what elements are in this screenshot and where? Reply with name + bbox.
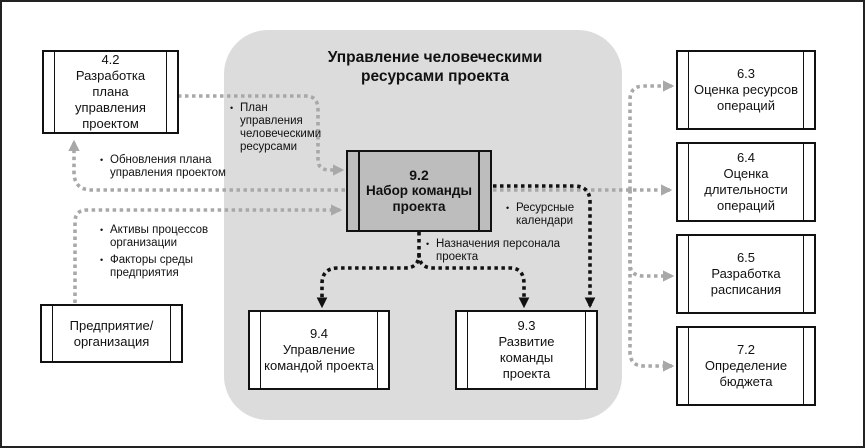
process-box-9-2: 9.2 Набор команды проекта — [346, 150, 492, 232]
process-number: 7.2 — [736, 342, 756, 357]
process-group-title: Управление человеческими ресурсами проек… — [327, 49, 543, 85]
bullet-icon: • — [506, 203, 510, 213]
process-label: Определение бюджета — [704, 358, 788, 389]
label-calendars-bullet: • — [506, 202, 512, 216]
label-enterprise-factors: Факторы среды предприятия — [110, 254, 193, 279]
process-label: Набор команды проекта — [365, 183, 473, 214]
label-updates-bullet: • — [100, 154, 106, 168]
enterprise-organization-box: Предприятие/ организация — [40, 304, 183, 363]
label-assets-bullet: • — [100, 224, 106, 238]
process-box-6-5: 6.5 Разработка расписания — [676, 234, 816, 314]
bullet-icon: • — [230, 103, 234, 113]
label-factors-bullet: • — [100, 254, 106, 268]
label-staff-assignments: Назначения персонала проекта — [436, 238, 561, 263]
flow-updates-to-4-2 — [68, 139, 345, 192]
label-hr-plan: План управления человеческими ресурсами — [240, 102, 322, 153]
process-box-4-2: 4.2 Разработка плана управления проектом — [42, 50, 179, 134]
bullet-icon: • — [100, 155, 104, 165]
flow-9-2-calendars — [493, 184, 596, 309]
label-assignments-bullet: • — [426, 238, 432, 252]
bullet-icon: • — [100, 225, 104, 235]
bullet-icon: • — [100, 255, 104, 265]
flow-to-6-5 — [628, 190, 675, 282]
flow-to-6-3 — [628, 80, 675, 190]
bullet-icon: • — [426, 239, 430, 249]
label-process-assets: Активы процессов организации — [110, 224, 209, 249]
entity-label: Предприятие/ организация — [69, 317, 154, 349]
process-number: 6.4 — [736, 150, 756, 165]
label-resource-calendars: Ресурсные календари — [516, 202, 575, 227]
process-label: Оценка длительности операций — [704, 166, 788, 213]
process-number: 6.5 — [736, 250, 756, 265]
process-number: 9.2 — [409, 167, 429, 183]
process-number: 9.3 — [517, 318, 536, 333]
flow-plan-to-9-2 — [178, 94, 345, 176]
process-box-9-4: 9.4 Управление командой проекта — [248, 310, 390, 390]
label-plan-row1: • — [230, 102, 236, 116]
process-box-6-3: 6.3 Оценка ресурсов операций — [676, 50, 816, 130]
flow-9-2-to-9-3 — [417, 253, 530, 309]
process-label: Развитие команды проекта — [498, 334, 555, 381]
process-number: 9.4 — [309, 326, 329, 341]
process-label: Разработка плана управления проектом — [75, 68, 146, 131]
process-label: Управление командой проекта — [264, 342, 374, 373]
process-label: Разработка расписания — [710, 266, 782, 297]
process-box-6-4: 6.4 Оценка длительности операций — [676, 142, 816, 222]
process-box-7-2: 7.2 Определение бюджета — [676, 326, 816, 406]
process-label: Оценка ресурсов операций — [694, 82, 798, 113]
label-plan-updates: Обновления плана управления проектом — [110, 154, 226, 179]
process-box-9-3: 9.3 Развитие команды проекта — [455, 310, 598, 390]
flow-org-to-9-2 — [73, 204, 343, 303]
flow-to-7-2 — [628, 190, 675, 372]
process-number: 6.3 — [736, 66, 756, 81]
process-number: 4.2 — [101, 52, 120, 67]
flow-9-2-to-9-4 — [316, 232, 421, 309]
